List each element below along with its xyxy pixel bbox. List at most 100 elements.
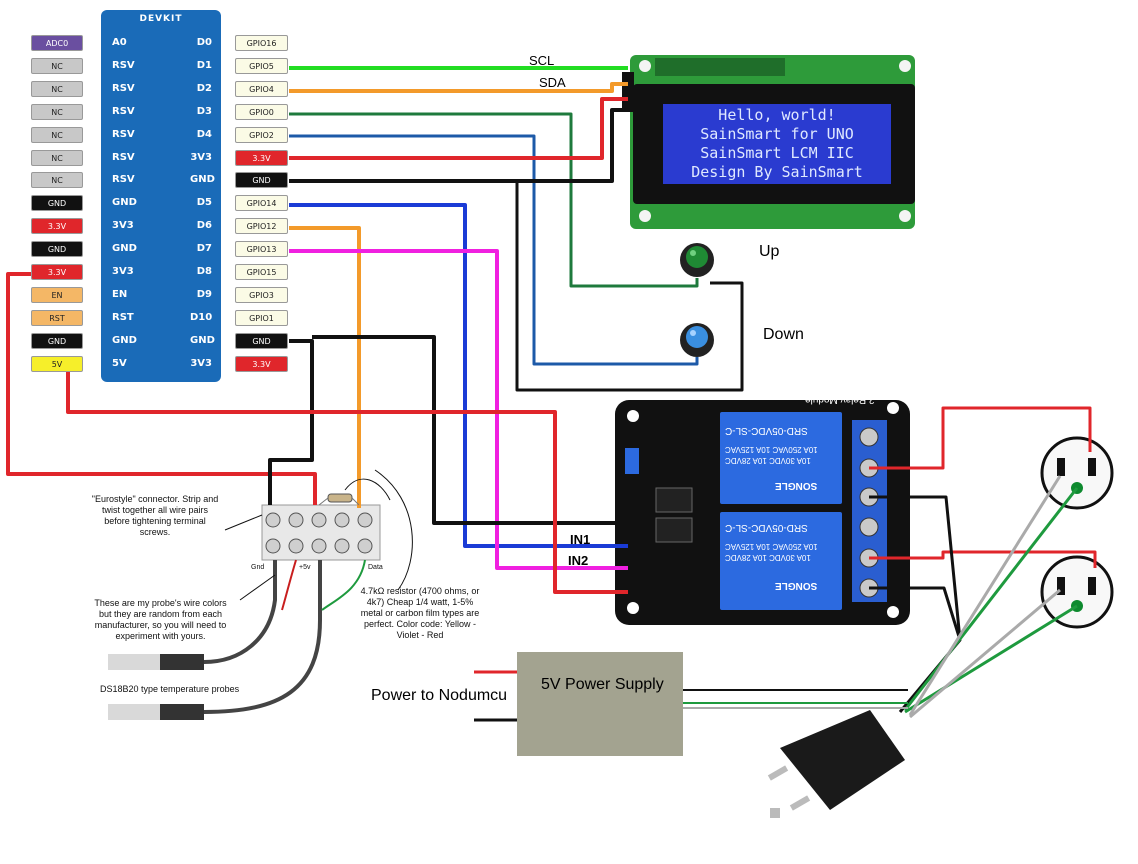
left-pin-label: 3V3	[112, 266, 134, 277]
lcd-mount-hole	[639, 210, 651, 222]
wire-relay1-outlet	[869, 406, 1092, 470]
outlet-1	[1040, 436, 1114, 510]
right-pin-label: D7	[196, 243, 212, 255]
annotation-arrow	[224, 514, 263, 531]
down-button	[680, 323, 714, 357]
wire-5v-relay	[66, 366, 628, 594]
left-pin-label: RSV	[112, 59, 135, 71]
outlet-2-face	[1040, 555, 1114, 629]
wire-note: These are my probe's wire colors but the…	[94, 598, 227, 641]
right-pin-badge: GND	[235, 172, 288, 189]
wire-gnd-probe	[268, 339, 314, 505]
power-to-nodemcu-label: Power to Nodumcu	[371, 687, 508, 704]
power-supply-box	[517, 652, 683, 756]
relay-mount-hole	[627, 410, 639, 422]
lcd-mount-hole	[899, 60, 911, 72]
wire-gpio2-down	[289, 134, 699, 366]
probe-1-tip	[108, 654, 160, 670]
wire-group	[6, 66, 1097, 722]
right-pin-badge: GPIO0	[235, 103, 288, 120]
left-pin-badge: GND	[31, 195, 83, 212]
relay-mount-hole	[627, 602, 639, 614]
right-pin-badge: 3.3V	[235, 149, 288, 166]
lcd-mount-hole	[899, 210, 911, 222]
connector-screw	[357, 538, 373, 554]
right-pin-label: D10	[190, 311, 213, 323]
right-pin-badge: 3.3V	[235, 355, 288, 372]
left-pin-badge: GND	[31, 241, 83, 258]
lcd-module	[622, 55, 915, 229]
left-pin-label: 3V3	[112, 220, 134, 232]
wire-relay2-outlet	[869, 550, 1097, 568]
connector-screw	[265, 512, 281, 528]
sda-label: SDA	[539, 75, 566, 90]
wire-gpio0-up	[289, 112, 699, 288]
scl-label: SCL	[529, 53, 555, 68]
plug-prong	[767, 765, 789, 781]
plug-prong	[789, 795, 811, 811]
left-pin-label: RSV	[112, 174, 135, 186]
lcd-mount-hole	[639, 60, 651, 72]
in2-label: IN2	[568, 553, 589, 568]
outlet-2-slot	[1057, 577, 1065, 595]
relay-1	[720, 412, 842, 504]
connector-screw	[288, 512, 304, 528]
left-pin-badge: NC	[31, 57, 83, 74]
left-pin-badge: 5V	[31, 355, 83, 372]
up-button-shine	[690, 250, 696, 256]
right-pin-label: D3	[196, 105, 212, 117]
terminal-screw	[859, 517, 879, 537]
down-button-cap	[686, 326, 708, 348]
up-button-cap	[686, 246, 708, 268]
left-pin-label: RSV	[112, 128, 135, 140]
wire-gpio14-in1	[289, 203, 628, 548]
left-pin-badge: ADC0	[31, 35, 83, 51]
lcd-text: Hello, world! SainSmart for UNO SainSmar…	[663, 106, 891, 182]
nodemcu-board: DEVKIT	[101, 10, 221, 382]
right-pin-label: GND	[190, 174, 215, 186]
left-pin-badge: NC	[31, 80, 83, 97]
relay-title: 2 Relay Module	[805, 394, 875, 405]
left-pin-label: GND	[112, 197, 137, 209]
left-pin-label: A0	[112, 37, 127, 48]
right-pin-label: GND	[190, 334, 215, 346]
right-pin-badge: GPIO12	[235, 218, 288, 235]
right-pin-label: D6	[196, 220, 212, 232]
probe-wire-red	[281, 559, 297, 611]
wire-gpio12-data	[289, 226, 361, 508]
left-pin-label: RSV	[112, 151, 135, 163]
wire-ground-green-2	[904, 604, 1078, 714]
wire-ground-green-1	[903, 487, 1079, 711]
right-pin-badge: GPIO16	[235, 35, 288, 51]
right-pin-badge: GPIO14	[235, 195, 288, 212]
outlet-1-slot	[1088, 458, 1096, 476]
lcd-line-4: Design By SainSmart	[691, 163, 863, 181]
wire-gnd-relay	[312, 335, 628, 525]
connector-screw	[288, 538, 304, 554]
right-pin-badge: GPIO1	[235, 309, 288, 326]
relay-1-coil-label: SRD-05VDC-SL-C	[725, 425, 808, 436]
left-pin-badge: NC	[31, 103, 83, 120]
relay-mount-hole	[887, 402, 899, 414]
left-pin-label: EN	[112, 288, 128, 300]
lcd-header	[655, 58, 785, 76]
probe-1-cable	[203, 560, 277, 664]
right-pin-badge: GPIO5	[235, 57, 288, 74]
left-pin-label: 5V	[112, 357, 127, 369]
wire-neutral-gray-1	[908, 475, 1062, 716]
right-pin-badge: GPIO4	[235, 80, 288, 97]
annotation-arrow	[344, 478, 391, 501]
lcd-screen	[663, 104, 891, 184]
relay-mount-hole	[887, 606, 899, 618]
connector-screw	[311, 538, 327, 554]
left-pin-badge: RST	[31, 309, 83, 326]
right-pin-label: D2	[196, 82, 212, 94]
right-pin-label: D4	[196, 128, 212, 140]
relay-1-spec2: 10A 30VDC 10A 28VDC	[725, 456, 811, 465]
relay-2-brand: SONGLE	[775, 580, 818, 591]
down-button-shine	[690, 330, 696, 336]
up-button	[680, 243, 714, 277]
terminal-screw	[859, 427, 879, 447]
right-pin-badge: GND	[235, 332, 288, 349]
